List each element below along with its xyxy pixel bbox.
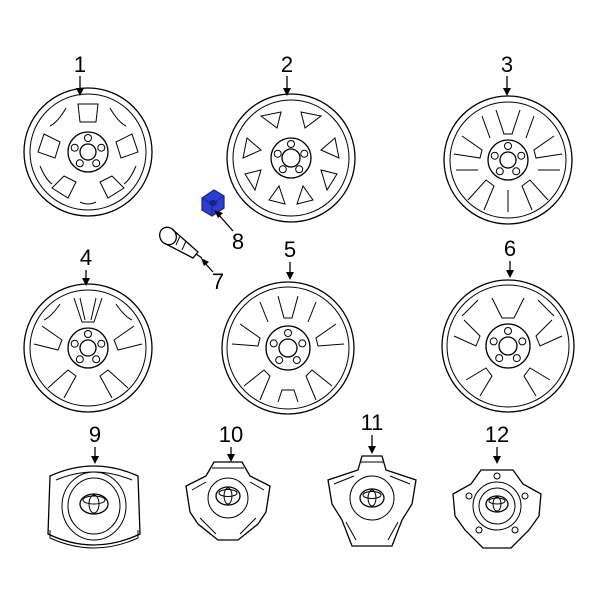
wheel-5[interactable] <box>221 281 355 415</box>
wheel-1[interactable] <box>23 87 153 217</box>
svg-text:1: 1 <box>74 52 86 77</box>
svg-text:3: 3 <box>501 52 513 77</box>
callout-11: 11 <box>361 410 384 454</box>
wheel-3[interactable] <box>443 95 573 225</box>
callout-1: 1 <box>74 52 86 96</box>
svg-text:7: 7 <box>212 269 224 294</box>
callout-10: 10 <box>219 422 243 462</box>
svg-text:2: 2 <box>281 52 293 77</box>
callout-7: 7 <box>201 258 224 294</box>
svg-text:9: 9 <box>89 422 101 447</box>
center-cap-12[interactable] <box>452 469 542 549</box>
callout-8: 8 <box>214 210 244 254</box>
center-cap-10[interactable] <box>185 461 271 541</box>
lug-nut-8[interactable] <box>201 189 225 217</box>
callout-3: 3 <box>501 52 513 96</box>
center-cap-11[interactable] <box>327 455 417 547</box>
svg-text:6: 6 <box>504 236 516 261</box>
svg-text:12: 12 <box>485 422 509 447</box>
svg-text:4: 4 <box>80 245 92 270</box>
valve-stem-7[interactable] <box>156 224 203 259</box>
svg-text:10: 10 <box>219 422 243 447</box>
svg-text:8: 8 <box>232 229 244 254</box>
svg-text:5: 5 <box>284 237 296 262</box>
center-cap-9[interactable] <box>47 465 141 549</box>
wheel-4[interactable] <box>23 283 153 413</box>
callout-2: 2 <box>281 52 293 96</box>
wheel-6[interactable] <box>441 279 575 413</box>
callout-12: 12 <box>485 422 509 464</box>
wheel-2[interactable] <box>226 93 356 223</box>
svg-text:11: 11 <box>361 410 384 435</box>
callout-5: 5 <box>284 237 296 280</box>
callout-9: 9 <box>89 422 101 464</box>
callout-4: 4 <box>80 245 92 286</box>
callout-6: 6 <box>504 236 516 278</box>
